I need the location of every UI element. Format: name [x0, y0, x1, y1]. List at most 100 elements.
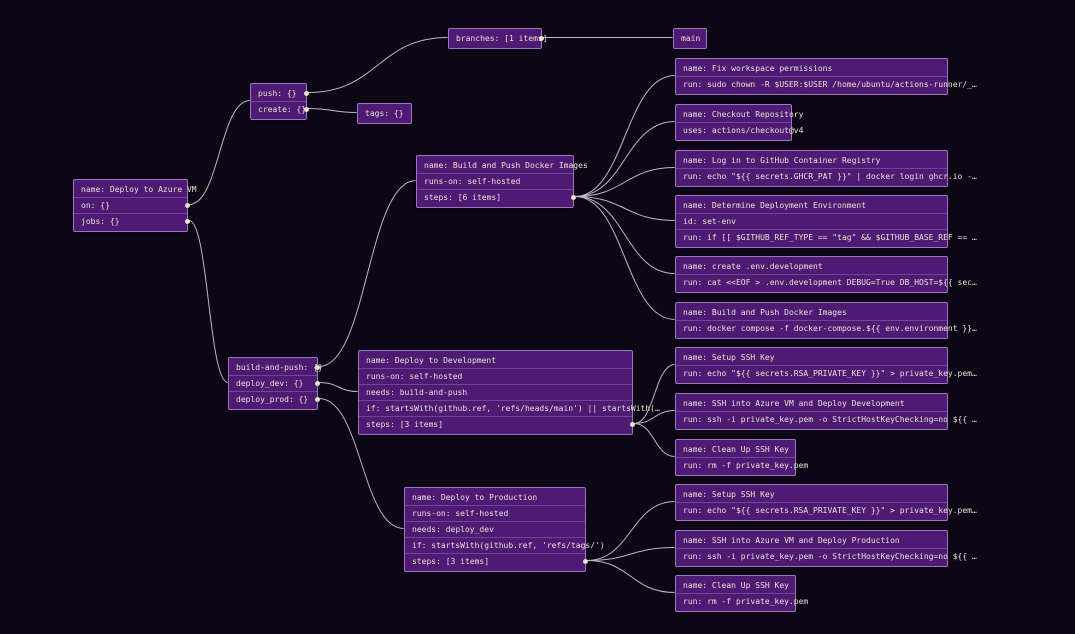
node-on-row: create: {}: [251, 101, 309, 117]
node-root[interactable]: name: Deploy to Azure VM on: {}jobs: {}: [73, 179, 197, 232]
edge-build-b3: [574, 167, 676, 197]
edge-jobs-build: [318, 180, 417, 367]
node-main-row: main: [681, 34, 701, 43]
node-d3-row: run: rm -f private_key.pem: [676, 457, 808, 473]
node-branches-row: branches: [1 items]: [456, 34, 548, 43]
node-dev-row: if: startsWith(github.ref, 'refs/heads/m…: [359, 400, 660, 416]
edge-build-b5: [574, 196, 676, 274]
node-d1[interactable]: name: Setup SSH Key run: echo "${{ secret…: [675, 347, 977, 384]
node-b3-row: name: Log in to GitHub Container Registr…: [683, 156, 881, 165]
edge-root-on: [188, 100, 251, 205]
node-b4-row: run: if [[ $GITHUB_REF_TYPE == "tag" && …: [676, 229, 977, 245]
node-dev-row: needs: build-and-push: [359, 384, 632, 400]
node-b2-row: uses: actions/checkout@v4: [676, 122, 803, 138]
node-jobs-row: build-and-push: {}: [236, 363, 323, 372]
edge-prod-p2: [586, 547, 676, 561]
node-d1-row: run: echo "${{ secrets.RSA_PRIVATE_KEY }…: [676, 365, 977, 381]
node-root-row: on: {}: [74, 197, 190, 213]
node-root-row: name: Deploy to Azure VM: [81, 185, 197, 194]
connector-dot[interactable]: [315, 381, 320, 386]
node-build-row: steps: [6 items]: [417, 189, 576, 205]
node-prod-row: steps: [3 items]: [405, 553, 588, 569]
edge-jobs-dev: [318, 382, 359, 392]
node-d2[interactable]: name: SSH into Azure VM and Deploy Devel…: [675, 393, 977, 430]
node-p2[interactable]: name: SSH into Azure VM and Deploy Produ…: [675, 530, 977, 567]
node-build-row: name: Build and Push Docker Images: [424, 161, 588, 170]
node-on-row: push: {}: [251, 86, 309, 101]
edge-build-b1: [574, 75, 676, 197]
node-p3[interactable]: name: Clean Up SSH Key run: rm -f private…: [675, 575, 808, 612]
edge-on-tags: [307, 108, 358, 113]
node-b1[interactable]: name: Fix workspace permissions run: sudo…: [675, 58, 977, 95]
node-p2-row: name: SSH into Azure VM and Deploy Produ…: [683, 536, 900, 545]
edge-build-b2: [574, 121, 676, 197]
node-prod-row: needs: deploy_dev: [405, 521, 585, 537]
node-build-row: runs-on: self-hosted: [417, 173, 573, 189]
node-build[interactable]: name: Build and Push Docker Images runs-o…: [416, 155, 588, 208]
node-p2-row: run: ssh -i private_key.pem -o StrictHos…: [676, 548, 977, 564]
node-b2[interactable]: name: Checkout Repository uses: actions/c…: [675, 104, 804, 141]
edge-root-jobs: [188, 220, 229, 383]
node-b6-row: name: Build and Push Docker Images: [683, 308, 847, 317]
node-b3-row: run: echo "${{ secrets.GHCR_PAT }}" | do…: [676, 168, 977, 184]
node-dev-row: runs-on: self-hosted: [359, 368, 632, 384]
connector-dot[interactable]: [185, 203, 190, 208]
edge-build-b6: [574, 196, 676, 320]
node-p1-row: name: Setup SSH Key: [683, 490, 775, 499]
node-d3-row: name: Clean Up SSH Key: [683, 445, 789, 454]
edge-prod-p3: [586, 560, 676, 593]
node-d2-row: name: SSH into Azure VM and Deploy Devel…: [683, 399, 905, 408]
connector-dot[interactable]: [304, 91, 309, 96]
connector-dot[interactable]: [571, 195, 576, 200]
edge-dev-d2: [633, 410, 676, 424]
node-prod[interactable]: name: Deploy to Production runs-on: self-…: [404, 487, 605, 572]
node-tags-row: tags: {}: [365, 109, 404, 118]
node-on[interactable]: push: {}create: {}: [250, 83, 309, 120]
node-b1-row: name: Fix workspace permissions: [683, 64, 833, 73]
connector-dot[interactable]: [583, 559, 588, 564]
node-tags[interactable]: tags: {}: [357, 103, 412, 124]
connector-dot[interactable]: [304, 107, 309, 112]
node-b2-row: name: Checkout Repository: [683, 110, 804, 119]
edge-dev-d1: [633, 364, 676, 424]
node-dev-row: steps: [3 items]: [359, 416, 635, 432]
node-b5-row: run: cat <<EOF > .env.development DEBUG=…: [676, 274, 977, 290]
connector-dot[interactable]: [539, 36, 544, 41]
connector-dot[interactable]: [315, 397, 320, 402]
node-p1-row: run: echo "${{ secrets.RSA_PRIVATE_KEY }…: [676, 502, 977, 518]
node-jobs-row: deploy_dev: {}: [229, 375, 320, 391]
node-root-row: jobs: {}: [74, 213, 190, 229]
node-b4-row: id: set-env: [676, 213, 947, 229]
node-b3[interactable]: name: Log in to GitHub Container Registr…: [675, 150, 977, 187]
edge-prod-p1: [586, 501, 676, 561]
node-d1-row: name: Setup SSH Key: [683, 353, 775, 362]
connector-dot[interactable]: [630, 422, 635, 427]
node-p3-row: name: Clean Up SSH Key: [683, 581, 789, 590]
node-jobs[interactable]: build-and-push: {} deploy_dev: {}deploy_p…: [228, 357, 323, 410]
node-d2-row: run: ssh -i private_key.pem -o StrictHos…: [676, 411, 977, 427]
node-b6-row: run: docker compose -f docker-compose.${…: [676, 320, 977, 336]
node-branches[interactable]: branches: [1 items]: [448, 28, 548, 49]
node-b6[interactable]: name: Build and Push Docker Images run: d…: [675, 302, 977, 339]
edge-dev-d3: [633, 423, 676, 457]
node-dev[interactable]: name: Deploy to Development runs-on: self…: [358, 350, 660, 435]
node-main[interactable]: main: [673, 28, 707, 49]
edge-build-b4: [574, 196, 676, 221]
node-prod-row: if: startsWith(github.ref, 'refs/tags/'): [405, 537, 605, 553]
node-b1-row: run: sudo chown -R $USER:$USER /home/ubu…: [676, 76, 977, 92]
node-p3-row: run: rm -f private_key.pem: [676, 593, 808, 609]
edge-on-branches: [307, 37, 449, 93]
node-dev-row: name: Deploy to Development: [366, 356, 497, 365]
connector-dot[interactable]: [315, 365, 320, 370]
node-prod-row: name: Deploy to Production: [412, 493, 538, 502]
connector-dot[interactable]: [185, 219, 190, 224]
node-b5-row: name: create .env.development: [683, 262, 823, 271]
node-d3[interactable]: name: Clean Up SSH Key run: rm -f private…: [675, 439, 808, 476]
node-jobs-row: deploy_prod: {}: [229, 391, 320, 407]
node-p1[interactable]: name: Setup SSH Key run: echo "${{ secret…: [675, 484, 977, 521]
node-prod-row: runs-on: self-hosted: [405, 505, 585, 521]
node-b5[interactable]: name: create .env.development run: cat <<…: [675, 256, 977, 293]
edge-jobs-prod: [318, 398, 405, 529]
